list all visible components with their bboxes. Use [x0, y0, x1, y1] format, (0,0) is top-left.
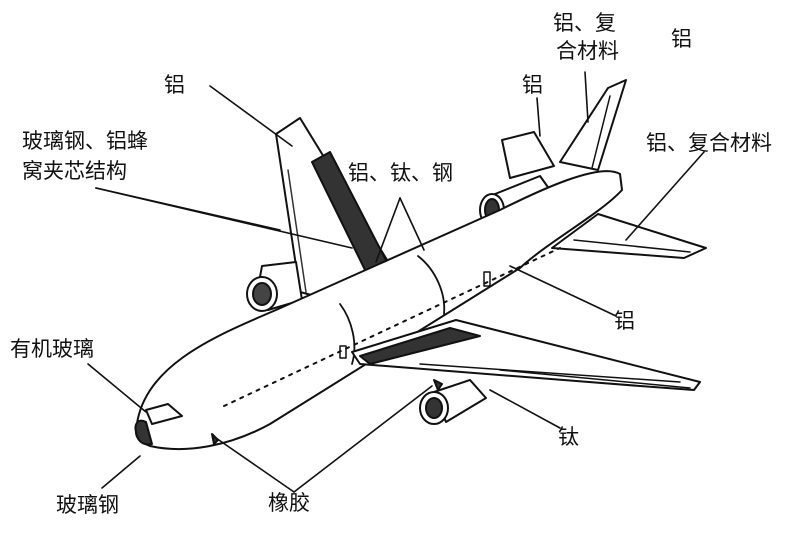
label-aluminum-engine-top: 铝: [522, 73, 543, 97]
left-engine: [246, 261, 303, 312]
label-aluminum-composite-right: 铝、复合材料: [646, 131, 772, 155]
label-aluminum-composite-top-2: 合材料: [556, 39, 619, 63]
label-aluminum-composite-top-1: 铝、复: [553, 11, 616, 35]
fuselage: [135, 170, 623, 451]
label-fiberglass-honeycomb-2: 窝夹芯结构: [22, 159, 127, 183]
label-titanium: 钛: [558, 425, 579, 449]
label-rubber: 橡胶: [268, 491, 310, 515]
label-organic-glass: 有机玻璃: [10, 337, 94, 361]
label-al-ti-steel: 铝、钛、钢: [348, 161, 453, 185]
leader-lines: [87, 71, 705, 493]
right-wing-dark-panel: [359, 327, 481, 365]
nose-gear: [211, 433, 219, 445]
cockpit-windows: [145, 403, 183, 425]
label-aluminum-fuselage: 铝: [614, 309, 635, 333]
nose-radome: [134, 419, 153, 446]
main-gear: [433, 379, 443, 391]
label-aluminum-fin-top: 铝: [671, 27, 692, 51]
label-fiberglass-honeycomb-1: 玻璃钢、铝蜂: [22, 129, 148, 153]
label-fiberglass: 玻璃钢: [56, 493, 119, 517]
right-engine: [419, 379, 487, 425]
vertical-tail: [559, 79, 627, 171]
label-aluminum-wing-left: 铝: [164, 73, 185, 97]
